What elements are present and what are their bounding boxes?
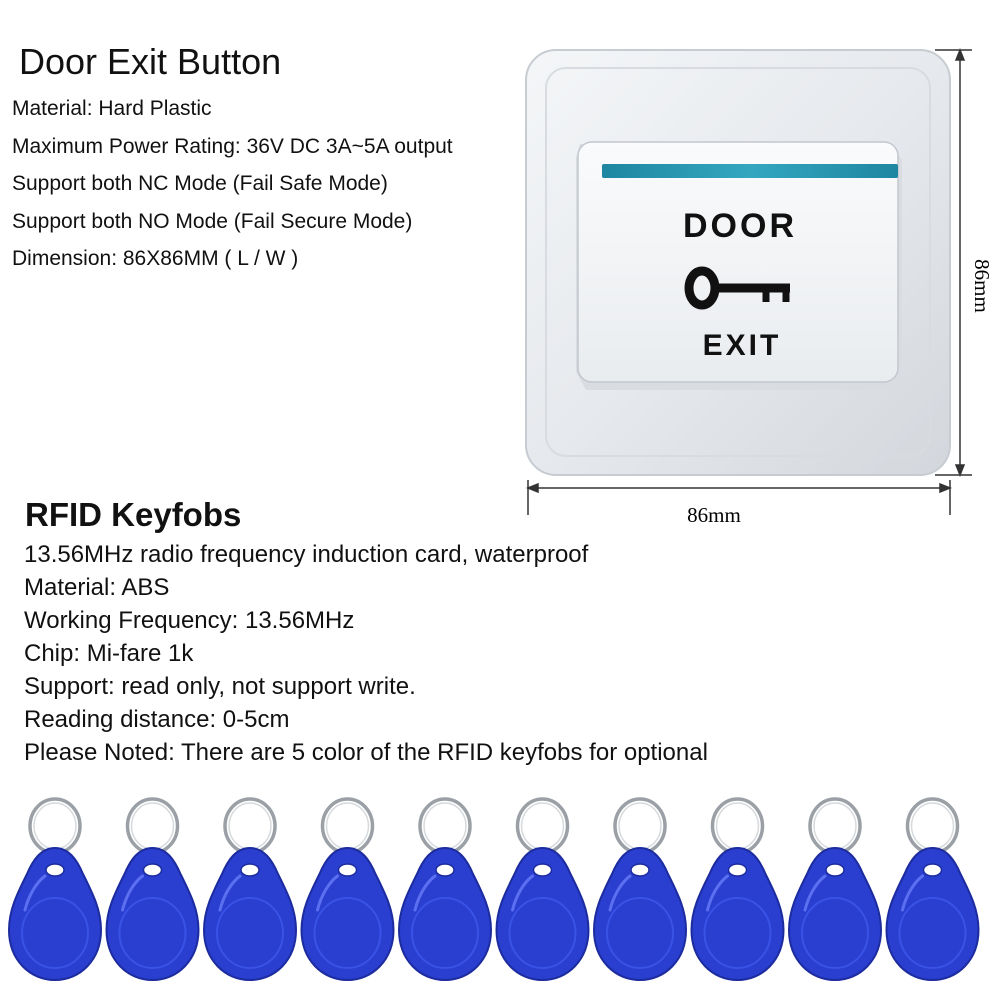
height-dimension-line: [935, 47, 972, 478]
keyfob-icon: [690, 797, 785, 982]
width-dimension-line: [525, 480, 953, 515]
keyfob-icon: [787, 797, 883, 982]
door-label: DOOR: [683, 207, 797, 245]
spec-dimension: Dimension: 86X86MM ( L / W ): [12, 247, 299, 270]
keyfob-icon: [885, 797, 980, 982]
spec-no-mode: Support both NO Mode (Fail Secure Mode): [12, 209, 413, 233]
indicator-strip: [602, 164, 898, 178]
keyfob-icon: [7, 797, 103, 982]
height-dimension-label: 86mm: [970, 259, 994, 313]
keyfob-row: [7, 797, 980, 982]
spec-material: Material: ABS: [24, 574, 170, 601]
keyfob-icon: [397, 797, 493, 982]
spec-nc-mode: Support both NC Mode (Fail Safe Mode): [12, 172, 388, 195]
keyfob-icon: [105, 797, 200, 982]
door-exit-switch-illustration: DOOR EXIT 86mm 86mm: [525, 47, 994, 527]
width-dimension-label: 86mm: [687, 503, 741, 527]
spec-reading-distance: Reading distance: 0-5cm: [24, 706, 290, 733]
spec-working-frequency: Working Frequency: 13.56MHz: [24, 607, 355, 634]
spec-support: Support: read only, not support write.: [24, 673, 416, 700]
rfid-specs: 13.56MHz radio frequency induction card,…: [24, 538, 708, 769]
spec-material: Material: Hard Plastic: [12, 97, 212, 120]
key-icon: [684, 266, 790, 310]
spec-note: Please Noted: There are 5 color of the R…: [24, 739, 708, 766]
spec-chip: Chip: Mi-fare 1k: [24, 640, 194, 667]
rfid-title: RFID Keyfobs: [25, 496, 242, 533]
keyfob-icon: [202, 797, 298, 982]
spec-frequency-card: 13.56MHz radio frequency induction card,…: [24, 541, 589, 568]
door-exit-specs: Material: Hard Plastic Maximum Power Rat…: [12, 90, 453, 278]
keyfob-icon: [592, 797, 688, 982]
keyfob-icon: [300, 797, 395, 982]
spec-power-rating: Maximum Power Rating: 36V DC 3A~5A outpu…: [12, 134, 453, 158]
keyfob-icon: [495, 797, 590, 982]
exit-push-button: DOOR EXIT: [576, 141, 902, 390]
exit-label: EXIT: [703, 329, 782, 362]
door-exit-title: Door Exit Button: [19, 41, 282, 82]
